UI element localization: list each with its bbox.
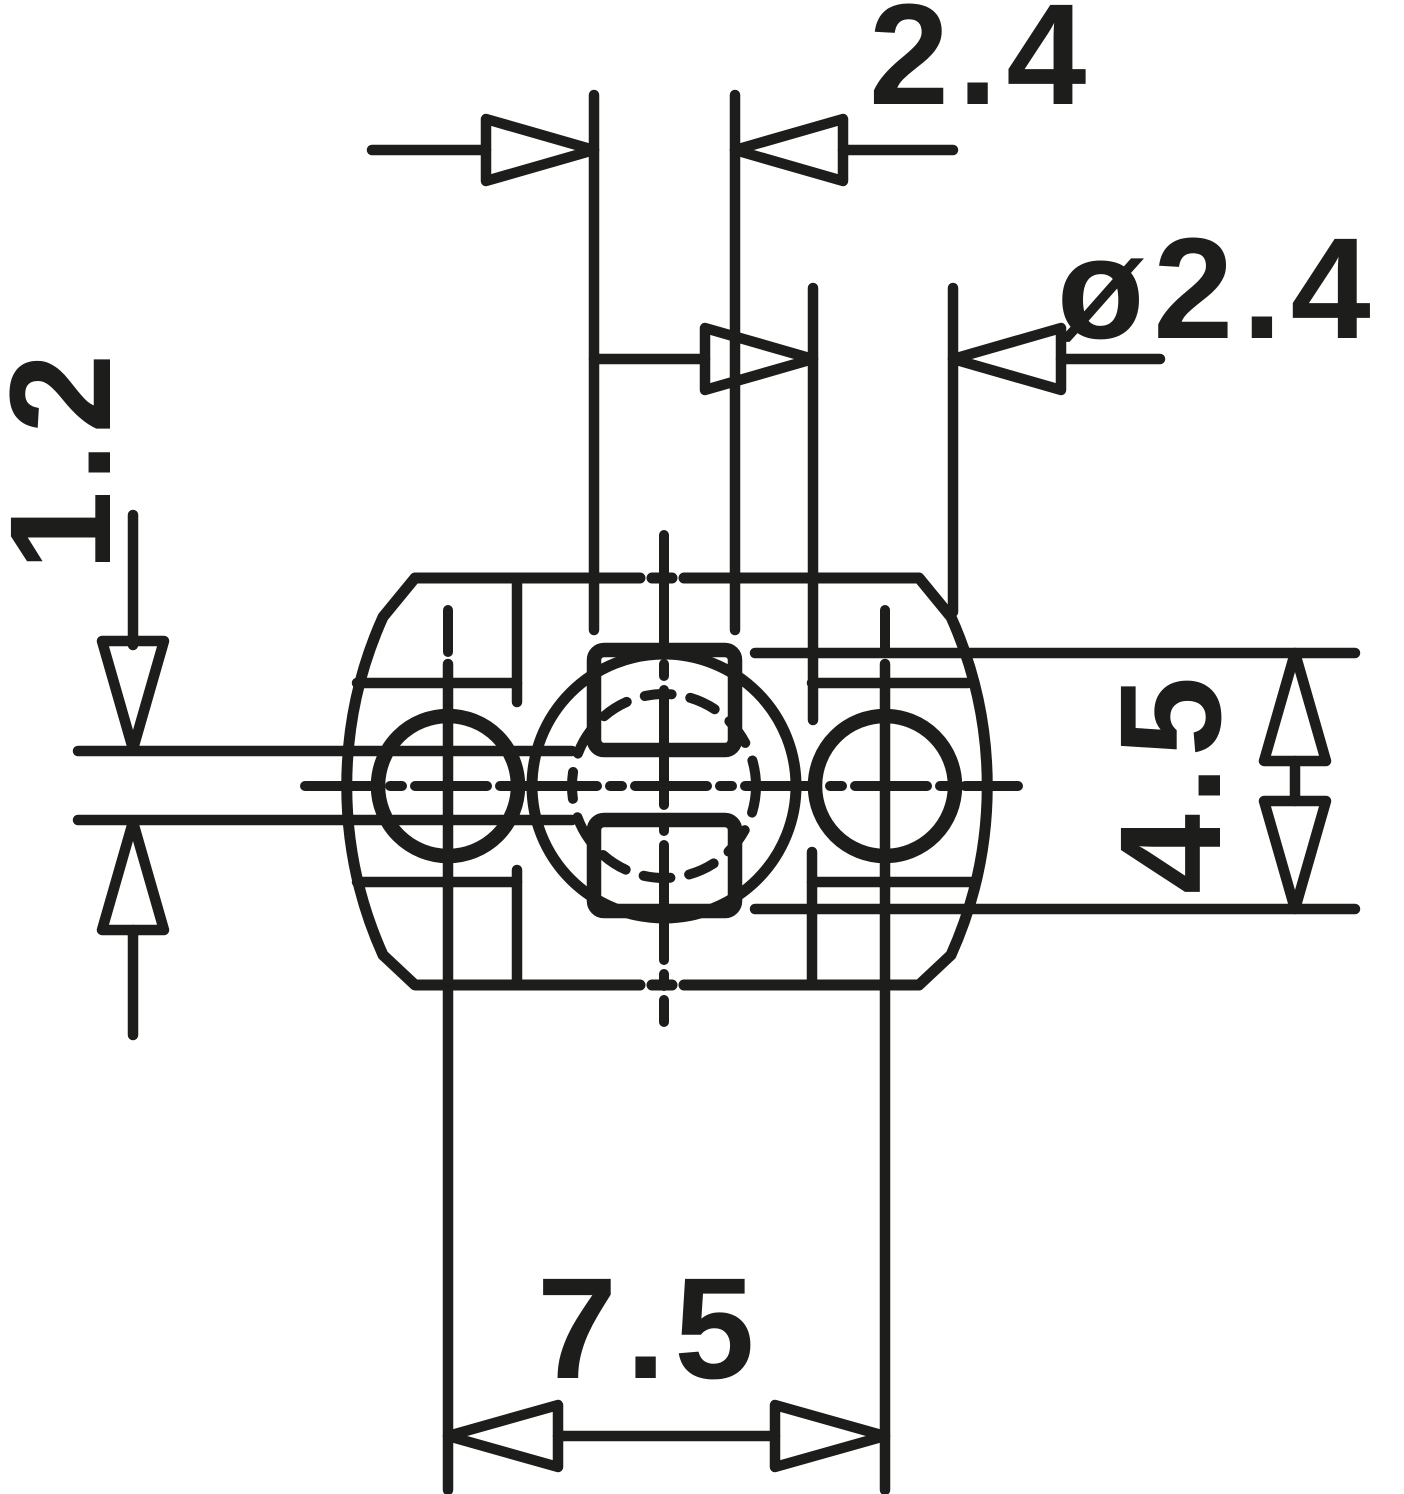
- arrowhead-down-icon: [1258, 795, 1332, 915]
- arrowhead-up-icon: [1258, 647, 1332, 767]
- arrowhead-right-icon: [769, 1399, 891, 1473]
- dimension-label-hole-spacing: 7.5: [537, 1248, 763, 1409]
- arrowhead-right-icon: [480, 113, 600, 187]
- dimension-center-height: 4.5: [749, 647, 1361, 915]
- arrowhead-up-icon: [96, 816, 170, 936]
- dimension-slot-gap: 1.2: [0, 345, 170, 1041]
- dimension-label-hole-diameter: ø2.4: [1057, 208, 1380, 369]
- dimension-hole-diameter: ø2.4: [588, 208, 1380, 726]
- arrowhead-left-icon: [947, 322, 1067, 396]
- arrowhead-down-icon: [96, 635, 170, 755]
- dimension-hole-spacing: 7.5: [442, 1248, 891, 1473]
- dimension-label-slot-gap: 1.2: [0, 345, 141, 571]
- arrowhead-left-icon: [729, 113, 849, 187]
- arrowhead-right-icon: [699, 322, 819, 396]
- dimension-label-slot-width: 2.4: [869, 0, 1095, 135]
- arrowhead-left-icon: [442, 1399, 564, 1473]
- dimension-slot-width: 2.4: [366, 0, 1095, 636]
- dimension-label-center-height: 4.5: [1090, 668, 1251, 894]
- part-body: [72, 530, 1023, 1494]
